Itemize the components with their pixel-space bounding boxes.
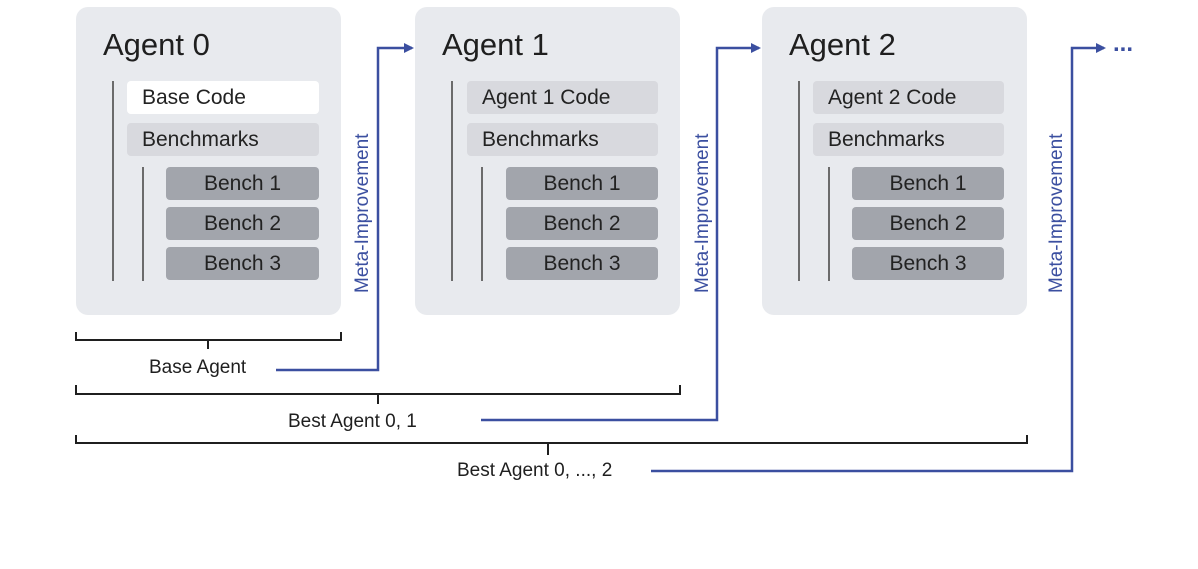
- meta-arrow-2: [651, 43, 1106, 473]
- agent-title: Agent 0: [103, 27, 210, 62]
- bench-box: Bench 3: [506, 247, 658, 280]
- bench-box: Bench 1: [852, 167, 1004, 200]
- tree-line: [451, 81, 453, 281]
- bench-box: Bench 2: [166, 207, 319, 240]
- agent-card-1: Agent 1 Agent 1 Code Benchmarks Bench 1 …: [415, 7, 680, 315]
- scope-label-best-agent-0-1: Best Agent 0, 1: [282, 411, 423, 433]
- agent-title: Agent 2: [789, 27, 896, 62]
- tree-line: [828, 167, 830, 281]
- meta-arrow-0: [276, 43, 414, 372]
- benchmarks-box: Benchmarks: [467, 123, 658, 156]
- agent-code-box: Agent 2 Code: [813, 81, 1004, 114]
- agent-card-0: Agent 0 Base Code Benchmarks Bench 1 Ben…: [76, 7, 341, 315]
- bench-box: Bench 1: [166, 167, 319, 200]
- scope-bracket-0: [75, 332, 342, 349]
- agent-title: Agent 1: [442, 27, 549, 62]
- bench-box: Bench 3: [852, 247, 1004, 280]
- meta-improvement-label: Meta-Improvement: [352, 133, 373, 293]
- meta-improvement-label: Meta-Improvement: [1046, 133, 1067, 293]
- bench-box: Bench 2: [506, 207, 658, 240]
- tree-line: [798, 81, 800, 281]
- agent-card-2: Agent 2 Agent 2 Code Benchmarks Bench 1 …: [762, 7, 1027, 315]
- bench-box: Bench 3: [166, 247, 319, 280]
- meta-improvement-label: Meta-Improvement: [692, 133, 713, 293]
- bench-box: Bench 1: [506, 167, 658, 200]
- benchmarks-box: Benchmarks: [813, 123, 1004, 156]
- scope-label-base-agent: Base Agent: [143, 357, 253, 379]
- agent-code-box: Agent 1 Code: [467, 81, 658, 114]
- agent-code-box: Base Code: [127, 81, 319, 114]
- scope-bracket-2: [75, 435, 1028, 455]
- tree-line: [112, 81, 114, 281]
- meta-arrow-1: [481, 43, 761, 422]
- benchmarks-box: Benchmarks: [127, 123, 319, 156]
- continuation-ellipsis: ...: [1113, 30, 1134, 57]
- bench-box: Bench 2: [852, 207, 1004, 240]
- scope-label-best-agent-0-2: Best Agent 0, ..., 2: [451, 460, 619, 482]
- scope-bracket-1: [75, 385, 681, 404]
- tree-line: [142, 167, 144, 281]
- tree-line: [481, 167, 483, 281]
